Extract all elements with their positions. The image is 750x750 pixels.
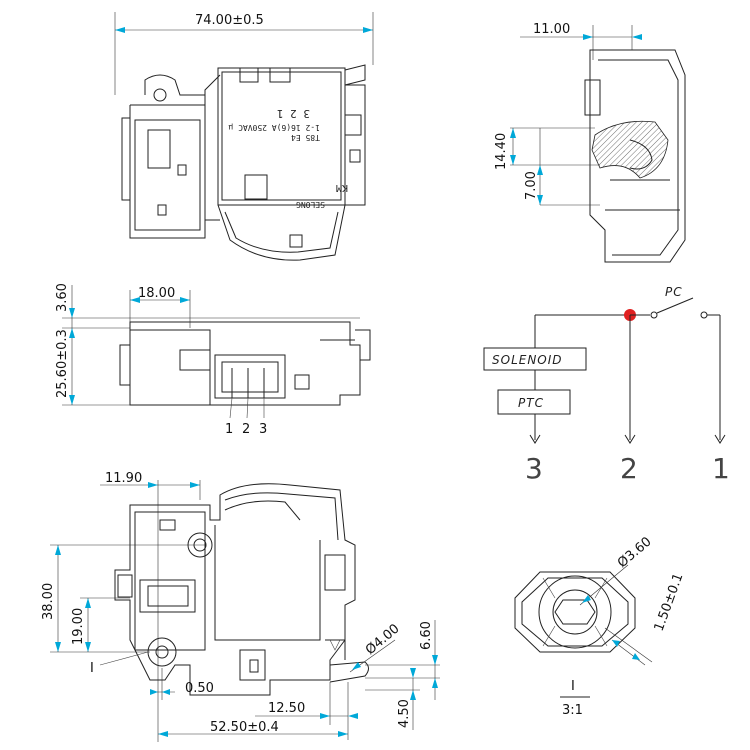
detail-title: I	[571, 679, 575, 694]
chip-text-2: 1-2 16(6)A 250VAC μ	[228, 123, 320, 132]
pin-label-1: 1	[225, 422, 233, 437]
solenoid-label: SOLENOID	[492, 353, 563, 367]
dim-bottom-1190: 11.90	[105, 471, 142, 486]
side-view: 11.00 14.40 7.00	[494, 22, 686, 263]
chip-km: KM	[336, 182, 348, 193]
pin-label-2: 2	[242, 422, 250, 437]
dim-side-11: 11.00	[533, 22, 570, 37]
circuit-schematic: SOLENOID PTC PC 3 2 1	[483, 285, 730, 485]
terminal-2: 2	[620, 452, 638, 485]
dim-width-top: 74.00±0.5	[195, 13, 264, 28]
dim-front-360: 3.60	[55, 283, 70, 312]
top-view: 74.00±0.5 T85 E4 1-2 16(6)A 250VAC μ 3 2	[114, 12, 374, 261]
dim-bottom-1900: 19.00	[71, 608, 86, 645]
dim-side-700: 7.00	[524, 171, 539, 200]
dim-bottom-1250: 12.50	[268, 701, 305, 716]
chip-brand: SELONG	[296, 200, 325, 209]
dim-detail-360: Ø3.60	[615, 534, 655, 571]
dim-detail-150: 1.50±0.1	[652, 571, 687, 633]
dim-bottom-050: 0.50	[185, 681, 214, 696]
ptc-label: PTC	[518, 396, 544, 410]
chip-text-1: T85 E4	[291, 133, 320, 142]
switch-label: PC	[665, 285, 683, 299]
dim-front-2560: 25.60±0.3	[55, 329, 70, 398]
dim-side-1440: 14.40	[494, 133, 509, 170]
ptc-box	[497, 389, 571, 415]
chip-text-3: 3 2 1	[277, 107, 310, 120]
detail-scale: 3:1	[562, 703, 583, 718]
dim-bottom-400: Ø4.00	[363, 621, 403, 658]
dim-front-1800: 18.00	[138, 286, 175, 301]
dim-bottom-3800: 38.00	[41, 583, 56, 620]
detail-marker: I	[90, 661, 94, 676]
bottom-view: 11.90 38.00 19.00 I	[41, 471, 440, 742]
detail-view: Ø3.60 1.50±0.1 I 3:1	[514, 534, 687, 718]
terminal-1: 1	[712, 452, 730, 485]
front-view: 18.00 3.60 25.60±0.3 1 2 3	[55, 283, 371, 437]
dim-bottom-450: 4.50	[397, 699, 412, 728]
pin-label-3: 3	[259, 422, 267, 437]
terminal-3: 3	[525, 452, 543, 485]
dim-bottom-5250: 52.50±0.4	[210, 720, 279, 735]
dim-bottom-660: 6.60	[419, 621, 434, 650]
